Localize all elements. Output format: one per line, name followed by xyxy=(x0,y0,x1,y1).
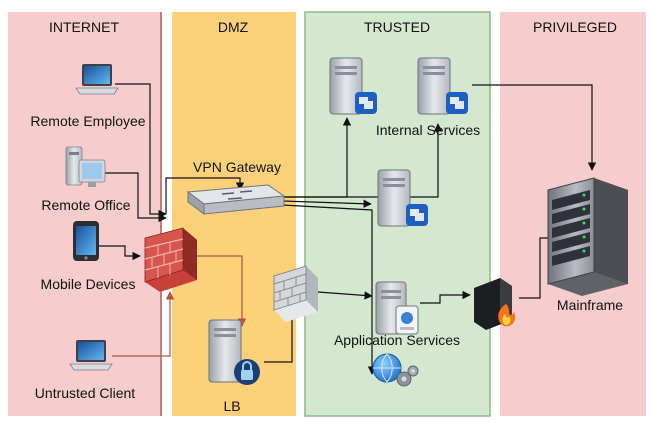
perimeter-firewall-node[interactable] xyxy=(144,227,197,292)
untrusted-client-node[interactable]: Untrusted Client xyxy=(35,340,135,401)
remote-employee-label: Remote Employee xyxy=(30,113,145,129)
zone-title-privileged: PRIVILEGED xyxy=(533,19,617,35)
lb-label: LB xyxy=(223,398,240,414)
server-windows-icon xyxy=(329,57,377,115)
web-services-node[interactable] xyxy=(372,353,419,387)
zone-trusted-border xyxy=(304,11,491,417)
wire-untrusted-client-to-firewall xyxy=(112,291,175,357)
wire-dmz-firewall-to-application-services xyxy=(317,291,373,300)
vpn-gateway-node[interactable]: VPN Gateway xyxy=(186,159,286,215)
application-services-node[interactable]: Application Services xyxy=(334,281,460,348)
server-rack-icon xyxy=(547,177,628,296)
remote-office-node[interactable]: Remote Office xyxy=(41,146,131,213)
mainframe-label: Mainframe xyxy=(557,297,623,313)
mobile-devices-label: Mobile Devices xyxy=(41,276,136,292)
internal-services-node[interactable]: Internal Services xyxy=(376,57,480,138)
laptop-icon xyxy=(75,64,119,95)
wire-vpn-to-web-services xyxy=(281,204,377,375)
tablet-icon xyxy=(73,221,99,261)
wire-firewall-to-vpn-gateway xyxy=(165,177,245,214)
zone-title-internet: INTERNET xyxy=(49,19,119,35)
wire-internal-services-to-mainframe xyxy=(472,84,597,171)
zone-title-dmz: DMZ xyxy=(218,19,249,35)
trusted-server-node[interactable] xyxy=(377,169,428,227)
wire-firewall-to-lb xyxy=(196,255,247,327)
router-icon xyxy=(186,184,286,215)
dmz-firewall-node[interactable] xyxy=(273,265,318,322)
application-services-label: Application Services xyxy=(334,332,460,348)
server-windows-icon xyxy=(417,57,468,115)
fire-appliance-icon xyxy=(474,278,516,330)
wire-remote-employee-to-firewall xyxy=(115,83,167,219)
server-lock-icon xyxy=(208,319,260,385)
lb-node[interactable]: LB xyxy=(208,319,260,414)
privileged-firewall-node[interactable] xyxy=(474,278,516,330)
wire-vpn-to-internal-services-right xyxy=(282,123,443,198)
application-server-icon xyxy=(375,281,419,335)
internal-services-label: Internal Services xyxy=(376,122,480,138)
mainframe-node[interactable]: Mainframe xyxy=(547,177,628,313)
wire-lb-to-dmz-firewall xyxy=(264,316,293,363)
untrusted-client-label: Untrusted Client xyxy=(35,385,135,401)
mobile-devices-node[interactable]: Mobile Devices xyxy=(41,221,136,292)
desktop-computer-icon xyxy=(65,146,106,187)
wire-remote-office-to-firewall xyxy=(100,172,167,223)
vpn-gateway-label: VPN Gateway xyxy=(193,159,281,175)
remote-employee-node[interactable]: Remote Employee xyxy=(30,64,146,129)
globe-gears-icon xyxy=(372,353,419,387)
zone-title-trusted: TRUSTED xyxy=(364,19,430,35)
server-windows-icon xyxy=(377,169,428,227)
internal-services-server-left[interactable] xyxy=(329,57,377,115)
wire-mobile-devices-to-firewall xyxy=(98,245,141,261)
connections xyxy=(98,83,597,375)
wire-application-services-to-privileged-firewall xyxy=(420,290,471,304)
wire-vpn-to-trusted-server xyxy=(281,199,372,208)
brick-firewall-icon xyxy=(144,227,197,292)
wall-firewall-icon xyxy=(273,265,318,322)
laptop-icon xyxy=(69,340,113,371)
remote-office-label: Remote Office xyxy=(41,197,130,213)
